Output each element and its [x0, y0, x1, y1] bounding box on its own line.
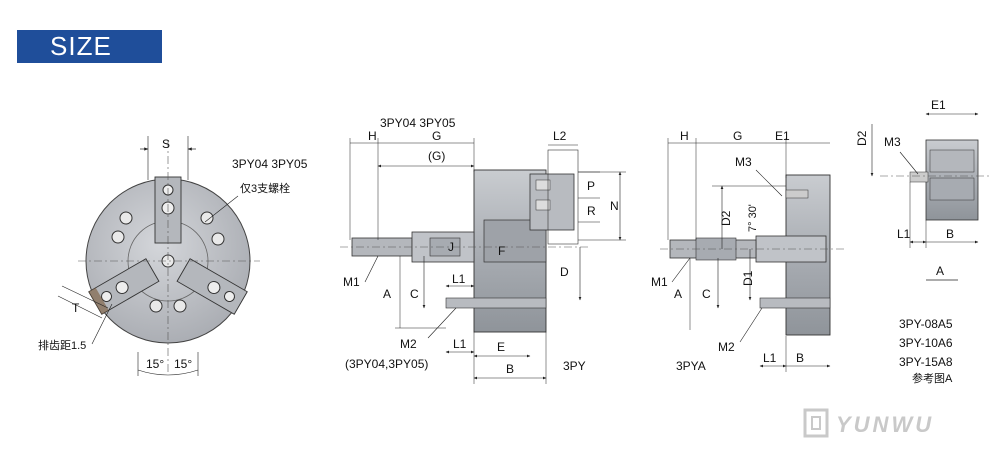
dim-b-detail: B	[946, 227, 954, 241]
dim-d2-3pya: D2	[719, 210, 733, 226]
dim-j: J	[448, 240, 454, 254]
dim-a-3pya: A	[674, 287, 682, 301]
angle-left: 15°	[146, 357, 164, 371]
dim-a-3py: A	[383, 287, 391, 301]
size-banner: SIZE	[17, 30, 162, 63]
side-view-3pya: H G E1 M3 D2 7° 30' D1 M1 A C M2 L1 B 3P…	[651, 129, 846, 373]
dim-t: T	[72, 301, 80, 315]
dim-l2: L2	[553, 129, 567, 143]
dim-b-3pya: B	[796, 351, 804, 365]
dim-d2-detail: D2	[855, 130, 869, 146]
model-code-3py: 3PY	[563, 359, 586, 373]
model-code-3pya: 3PYA	[676, 359, 706, 373]
dim-d: D	[560, 265, 569, 279]
view-label-a: A	[936, 264, 944, 278]
dim-n: N	[610, 199, 619, 213]
dim-e1-3pya: E1	[775, 129, 790, 143]
angle-note-3pya: 7° 30'	[747, 204, 759, 232]
variant-note: (3PY04,3PY05)	[345, 357, 428, 371]
dim-l1-detail: L1	[897, 227, 911, 241]
side-view-3py: 3PY04 3PY05 H G (G) L2 P R N	[340, 116, 626, 384]
ref-note: 参考图A	[912, 371, 953, 385]
dim-r: R	[587, 204, 596, 218]
angle-right: 15°	[174, 357, 192, 371]
pitch-note: 排齿距1.5	[38, 338, 86, 352]
dim-h-3pya: H	[680, 129, 689, 143]
dim-g-3pya: G	[733, 129, 742, 143]
dim-l1-3pya: L1	[763, 351, 777, 365]
dim-m1-3py: M1	[343, 275, 360, 289]
detail-model-2: 3PY-10A6	[899, 336, 953, 350]
logo-mark-icon	[803, 408, 829, 438]
dim-s: S	[162, 137, 170, 151]
dim-c-3py: C	[410, 287, 419, 301]
dim-f: F	[498, 244, 505, 258]
dim-b-3py: B	[506, 362, 514, 376]
front-view: S 3PY04 3PY05 仅3支螺栓 T 排齿距1.5 15° 15°	[38, 136, 308, 376]
dim-m2-3pya: M2	[718, 340, 735, 354]
dim-p: P	[587, 179, 595, 193]
dim-l1-top: L1	[452, 272, 466, 286]
size-banner-title: SIZE	[50, 31, 112, 61]
brand-logo: YUNWU	[803, 408, 934, 438]
detail-model-1: 3PY-08A5	[899, 317, 953, 331]
side-model-title: 3PY04 3PY05	[380, 116, 456, 130]
dim-e: E	[497, 340, 505, 354]
dim-g-paren: (G)	[428, 149, 445, 163]
dim-d1-3pya: D1	[741, 270, 755, 286]
bolt-note: 仅3支螺栓	[240, 181, 290, 195]
dim-m3-detail: M3	[884, 135, 901, 149]
dim-l1-bottom: L1	[453, 337, 467, 351]
dim-e1-detail: E1	[931, 98, 946, 112]
dim-m2-3py: M2	[400, 337, 417, 351]
dim-c-3pya: C	[702, 287, 711, 301]
dim-m1-3pya: M1	[651, 275, 668, 289]
detail-model-3: 3PY-15A8	[899, 355, 953, 369]
dim-m3-3pya: M3	[735, 155, 752, 169]
dim-g-3py: G	[432, 129, 441, 143]
front-model-label: 3PY04 3PY05	[232, 157, 308, 171]
logo-text: YUNWU	[836, 412, 934, 437]
dim-h-3py: H	[368, 129, 377, 143]
detail-view: E1 D2 M3 L1 B A 3PY-08A5 3PY-10A6 3PY-15…	[855, 98, 990, 385]
